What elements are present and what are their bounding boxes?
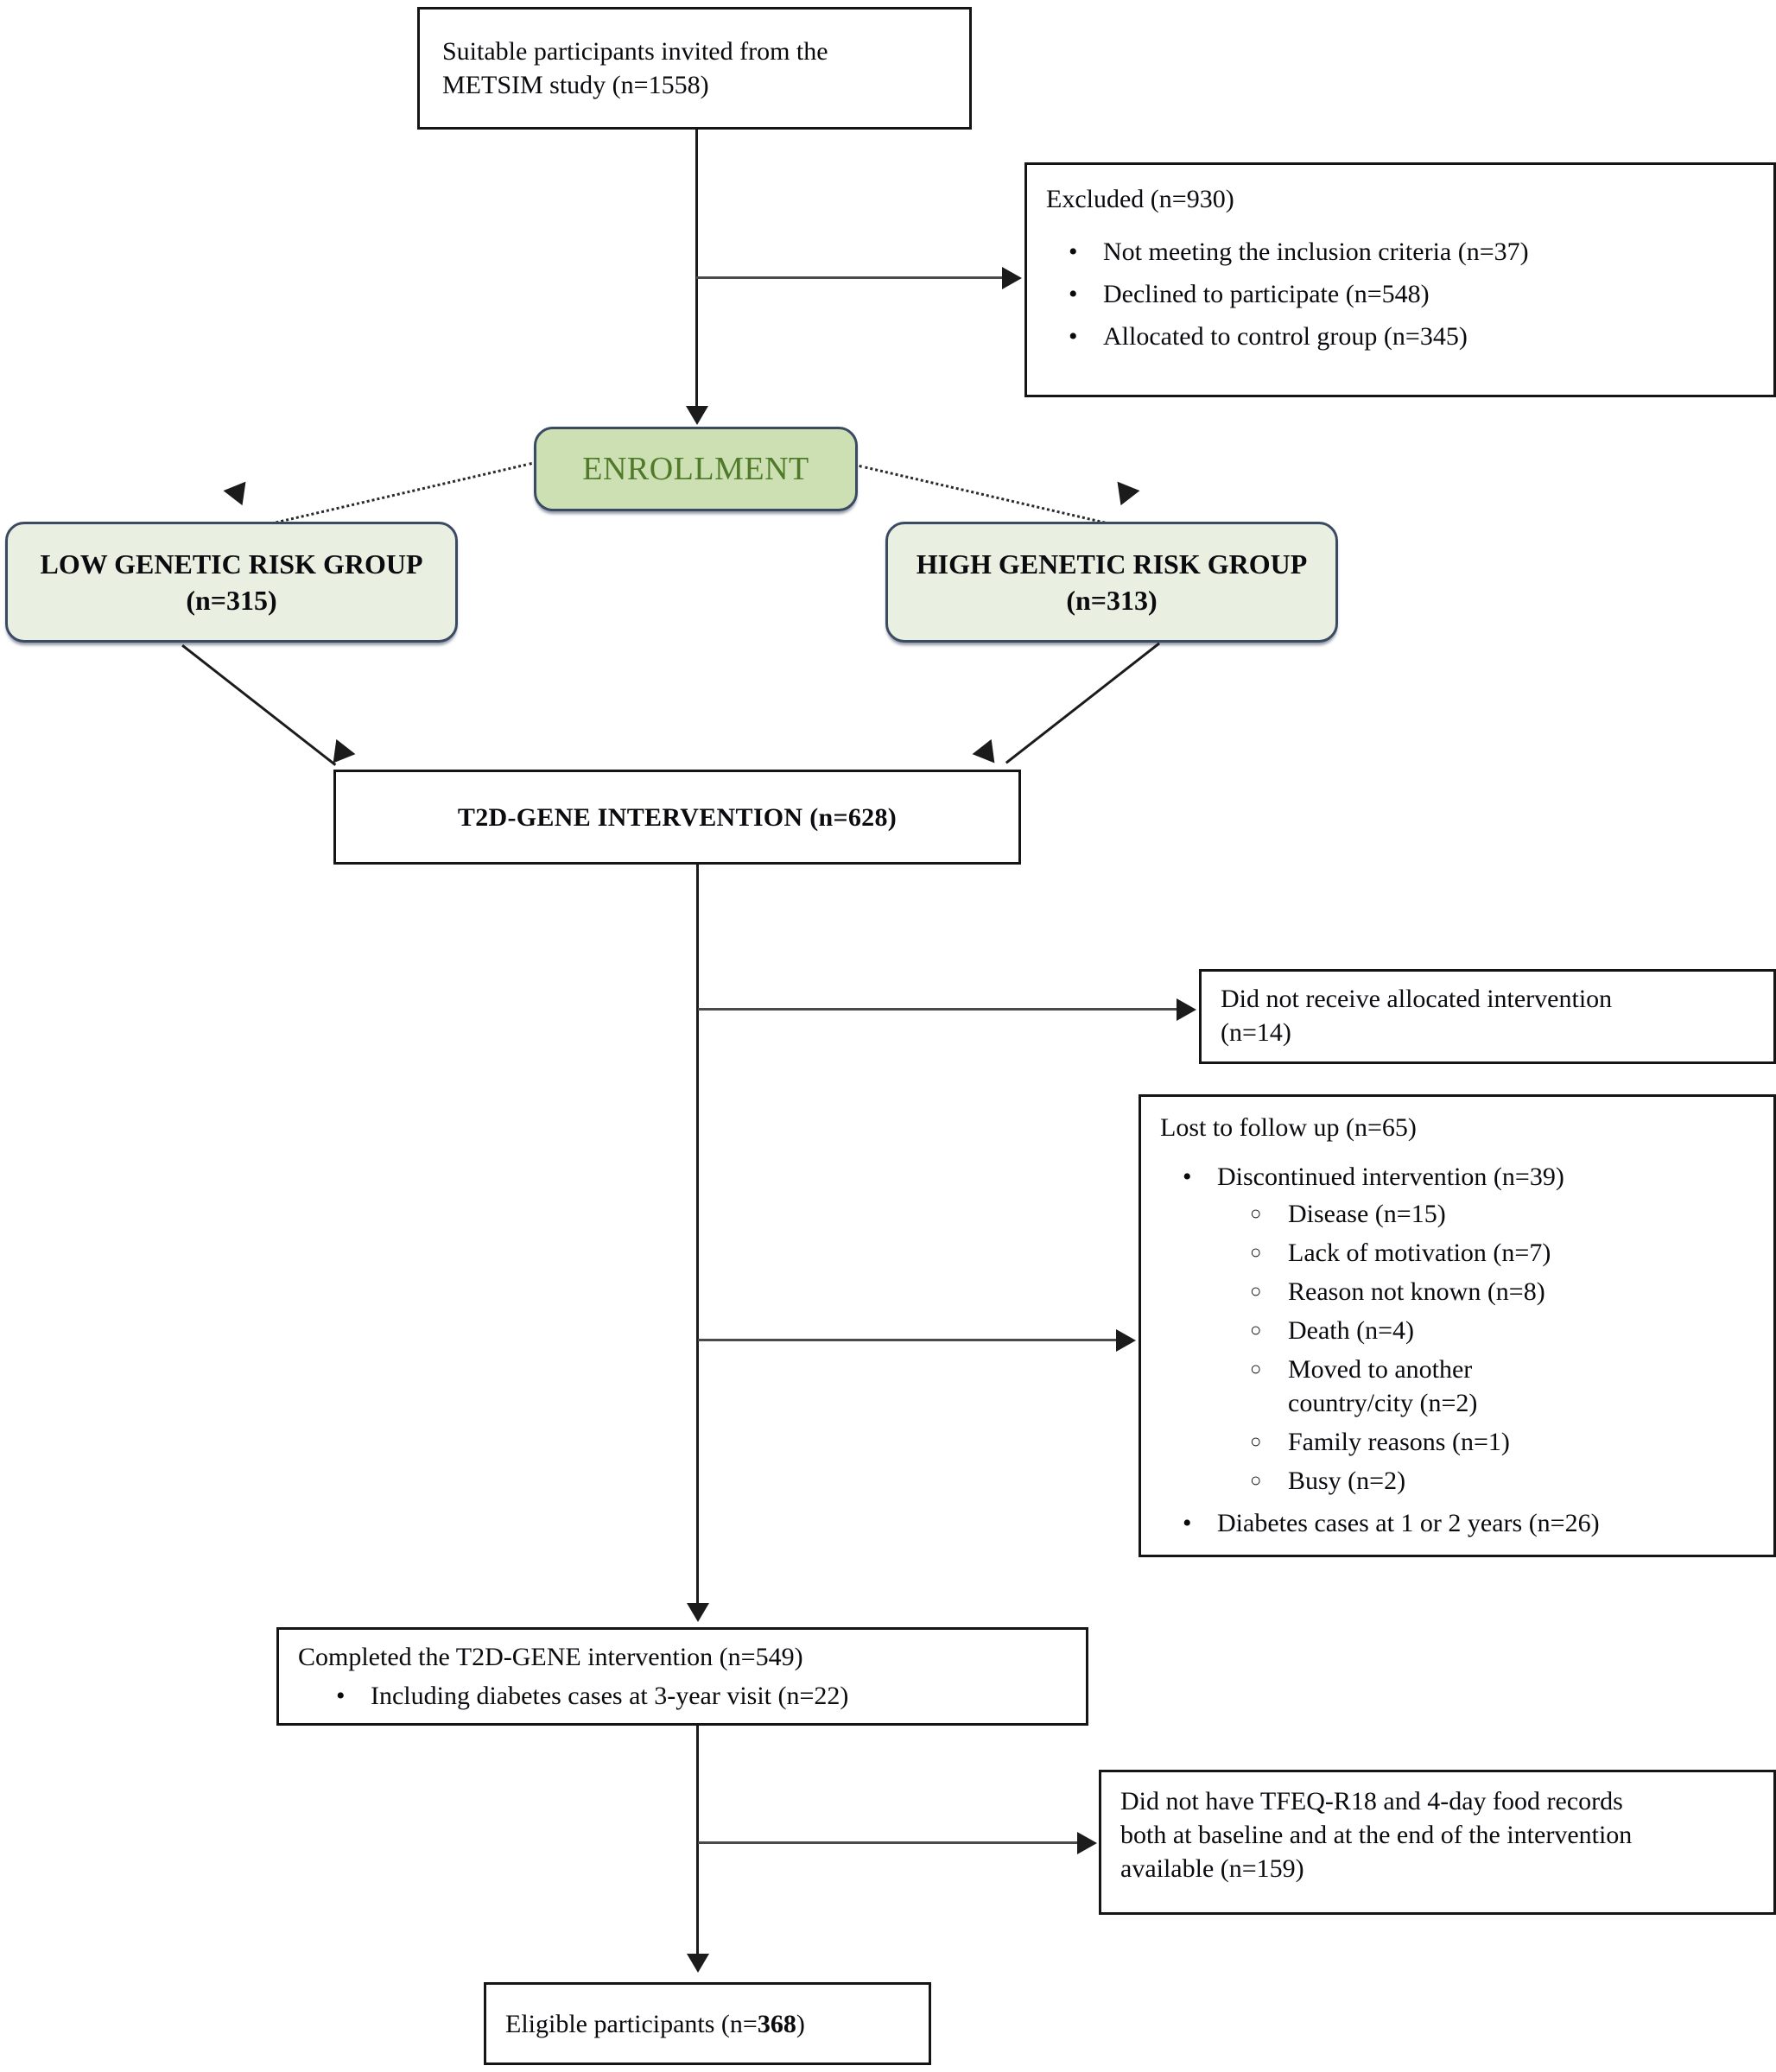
node-eligible-participants: Eligible participants (n=368): [484, 1982, 931, 2065]
node-completed-intervention: Completed the T2D-GENE intervention (n=5…: [276, 1627, 1088, 1726]
connector-invited-to-excluded: [696, 276, 1003, 279]
list-item: Allocated to control group (n=345): [1103, 320, 1756, 353]
connector-completed-to-no-records: [698, 1841, 1078, 1844]
list-item: Lack of motivation (n=7): [1250, 1236, 1756, 1270]
arrow-invited-to-excluded-head: [1002, 267, 1022, 289]
arrow-invited-to-enrollment-head: [686, 406, 708, 425]
node-intervention: T2D-GENE INTERVENTION (n=628): [333, 770, 1021, 865]
node-high-genetic-risk-group: HIGH GENETIC RISK GROUP (n=313): [885, 522, 1338, 643]
node-no-records: Did not have TFEQ-R18 and 4-day food rec…: [1099, 1770, 1776, 1915]
node-high-risk-line2: GROUP (n=313): [1066, 548, 1308, 616]
connector-intervention-to-lost-followup: [698, 1339, 1117, 1341]
node-not-received-line2: (n=14): [1221, 1018, 1291, 1047]
node-not-received-line1: Did not receive allocated intervention: [1221, 985, 1613, 1013]
node-excluded: Excluded (n=930) Not meeting the inclusi…: [1024, 162, 1776, 397]
connector-invited-to-enrollment: [695, 130, 698, 410]
node-eligible-text: Eligible participants (n=368): [505, 2007, 805, 2041]
node-eligible-value: 368: [757, 2009, 796, 2038]
arrow-enrollment-to-high-risk-head: [1109, 481, 1140, 510]
list-item: Family reasons (n=1): [1250, 1425, 1756, 1459]
list-item: Moved to another country/city (n=2): [1250, 1353, 1547, 1420]
list-item: Death (n=4): [1250, 1314, 1756, 1347]
list-item: Diabetes cases at 1 or 2 years (n=26): [1217, 1506, 1756, 1540]
list-item: Reason not known (n=8): [1250, 1275, 1756, 1308]
node-lost-list: Discontinued intervention (n=39) Disease…: [1160, 1160, 1756, 1540]
node-no-records-line2: both at baseline and at the end of the i…: [1120, 1821, 1633, 1849]
node-eligible-suffix: ): [796, 2009, 805, 2038]
arrow-completed-to-eligible-head: [687, 1954, 709, 1973]
list-item: Discontinued intervention (n=39) Disease…: [1217, 1160, 1756, 1498]
node-low-genetic-risk-group: LOW GENETIC RISK GROUP (n=315): [5, 522, 458, 643]
node-lost-to-followup: Lost to follow up (n=65) Discontinued in…: [1139, 1094, 1776, 1557]
lost-item-discontinued: Discontinued intervention (n=39): [1217, 1163, 1564, 1191]
connector-intervention-to-not-received: [698, 1008, 1177, 1011]
node-invited: Suitable participants invited from the M…: [417, 7, 972, 130]
connector-intervention-trunk: [696, 865, 699, 1603]
connector-low-risk-to-intervention: [181, 644, 337, 766]
node-completed-list: Including diabetes cases at 3-year visit…: [298, 1679, 1069, 1713]
node-excluded-list: Not meeting the inclusion criteria (n=37…: [1046, 235, 1756, 353]
node-intervention-label: T2D-GENE INTERVENTION (n=628): [457, 802, 898, 832]
lost-item-diabetes: Diabetes cases at 1 or 2 years (n=26): [1217, 1509, 1600, 1537]
node-invited-line2: METSIM study (n=1558): [442, 71, 709, 99]
list-item: Not meeting the inclusion criteria (n=37…: [1103, 235, 1756, 269]
list-item: Busy (n=2): [1250, 1464, 1756, 1498]
node-completed-heading: Completed the T2D-GENE intervention (n=5…: [298, 1643, 803, 1671]
node-enrollment-label: ENROLLMENT: [582, 450, 809, 487]
node-low-risk-line1: LOW GENETIC RISK: [40, 548, 316, 580]
arrow-intervention-to-completed-head: [687, 1603, 709, 1622]
list-item: Disease (n=15): [1250, 1197, 1756, 1231]
arrow-low-risk-to-intervention-head: [323, 738, 356, 771]
list-item: Declined to participate (n=548): [1103, 277, 1756, 311]
node-excluded-heading: Excluded (n=930): [1046, 185, 1234, 213]
node-invited-line1: Suitable participants invited from the: [442, 37, 828, 66]
node-lost-heading: Lost to follow up (n=65): [1160, 1113, 1417, 1142]
node-no-records-line3: available (n=159): [1120, 1854, 1304, 1883]
connector-high-risk-to-intervention: [1005, 642, 1160, 764]
list-item: Including diabetes cases at 3-year visit…: [371, 1679, 1069, 1713]
arrow-high-risk-to-intervention-head: [972, 738, 1005, 771]
node-enrollment: ENROLLMENT: [534, 427, 858, 511]
arrow-enrollment-to-low-risk-head: [223, 481, 254, 510]
node-lost-sublist: Disease (n=15) Lack of motivation (n=7) …: [1217, 1197, 1756, 1498]
node-no-records-line1: Did not have TFEQ-R18 and 4-day food rec…: [1120, 1787, 1623, 1815]
node-eligible-prefix: Eligible participants (n=: [505, 2009, 758, 2038]
connector-completed-trunk: [696, 1726, 699, 1955]
arrow-intervention-to-lost-followup-head: [1116, 1329, 1136, 1352]
node-low-risk-line2: GROUP (n=315): [186, 548, 423, 616]
arrow-completed-to-no-records-head: [1077, 1832, 1097, 1854]
node-high-risk-line1: HIGH GENETIC RISK: [916, 548, 1201, 580]
arrow-intervention-to-not-received-head: [1177, 998, 1196, 1021]
node-not-received-intervention: Did not receive allocated intervention (…: [1199, 969, 1776, 1064]
